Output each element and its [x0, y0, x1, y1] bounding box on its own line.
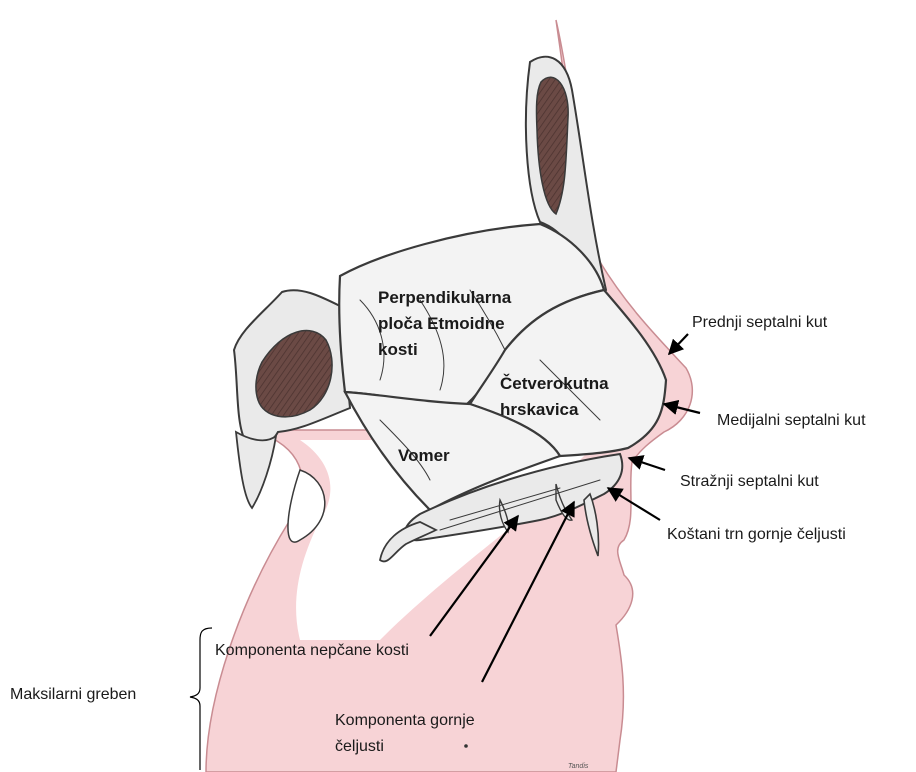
artist-signature: Tandis: [568, 763, 589, 770]
label-maxillary-component-line1: Komponenta gornje: [335, 712, 475, 729]
label-perpendicular-plate-line1: Perpendikularna: [378, 288, 512, 307]
pterygoid-process: [236, 432, 276, 508]
label-nasal-spine: Koštani trn gornje čeljusti: [667, 526, 846, 543]
label-cartilage-line2: hrskavica: [500, 400, 579, 419]
label-perpendicular-plate-line2: ploča Etmoidne: [378, 314, 505, 333]
label-palatine-component: Komponenta nepčane kosti: [215, 642, 409, 659]
arrow-posterior-septal-angle: [629, 458, 665, 470]
label-anterior-septal-angle: Prednji septalni kut: [692, 314, 828, 331]
label-maxillary-component-line2: čeljusti: [335, 738, 384, 755]
label-maxillary-crest: Maksilarni greben: [10, 686, 136, 703]
label-medial-septal-angle: Medijalni septalni kut: [717, 412, 866, 429]
ink-dot: [464, 744, 468, 748]
arrow-anterior-septal-angle: [669, 334, 688, 354]
label-cartilage-line1: Četverokutna: [500, 374, 609, 393]
label-posterior-septal-angle: Stražnji septalni kut: [680, 473, 819, 490]
label-perpendicular-plate-line3: kosti: [378, 340, 418, 359]
label-vomer: Vomer: [398, 446, 450, 465]
